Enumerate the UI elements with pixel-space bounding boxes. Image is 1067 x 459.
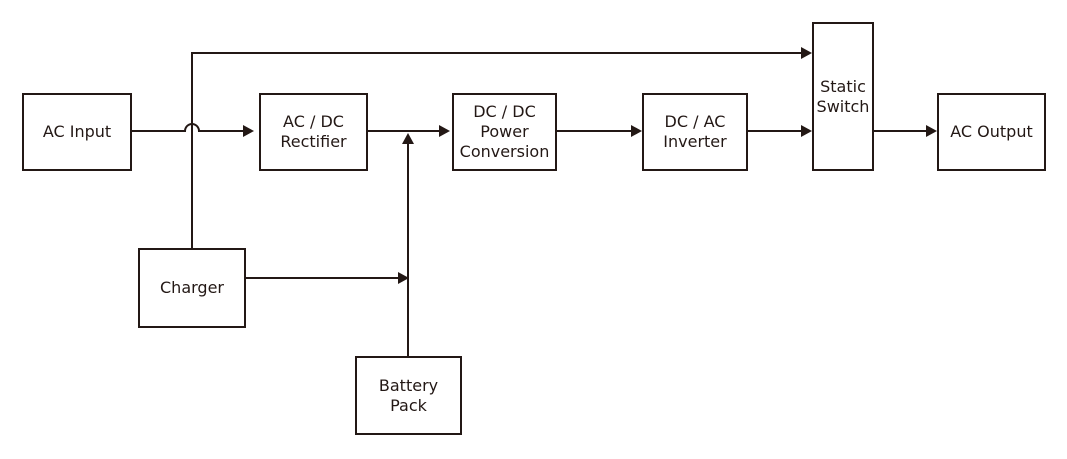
- ac-output-label: AC Output: [950, 122, 1033, 141]
- arrowhead-bypass-static-switch: [801, 47, 812, 59]
- wire-bypass: [191, 52, 802, 248]
- arrowhead-static-switch-input: [801, 125, 812, 137]
- arrowhead-ac-output-input: [926, 125, 937, 137]
- arrowhead-dc-bus: [402, 133, 414, 144]
- charger-block: Charger: [138, 248, 246, 328]
- charger-label: Charger: [160, 278, 224, 297]
- ac-output-block: AC Output: [937, 93, 1046, 171]
- arrowhead-inverter-input: [631, 125, 642, 137]
- arrowhead-charger-output: [398, 272, 409, 284]
- ac-input-block: AC Input: [22, 93, 132, 171]
- ac-input-label: AC Input: [42, 122, 112, 141]
- wire-acinput-to-rectifier: [132, 123, 244, 132]
- arrowhead-dcdc-input: [439, 125, 450, 137]
- arrowhead-rectifier-input: [243, 125, 254, 137]
